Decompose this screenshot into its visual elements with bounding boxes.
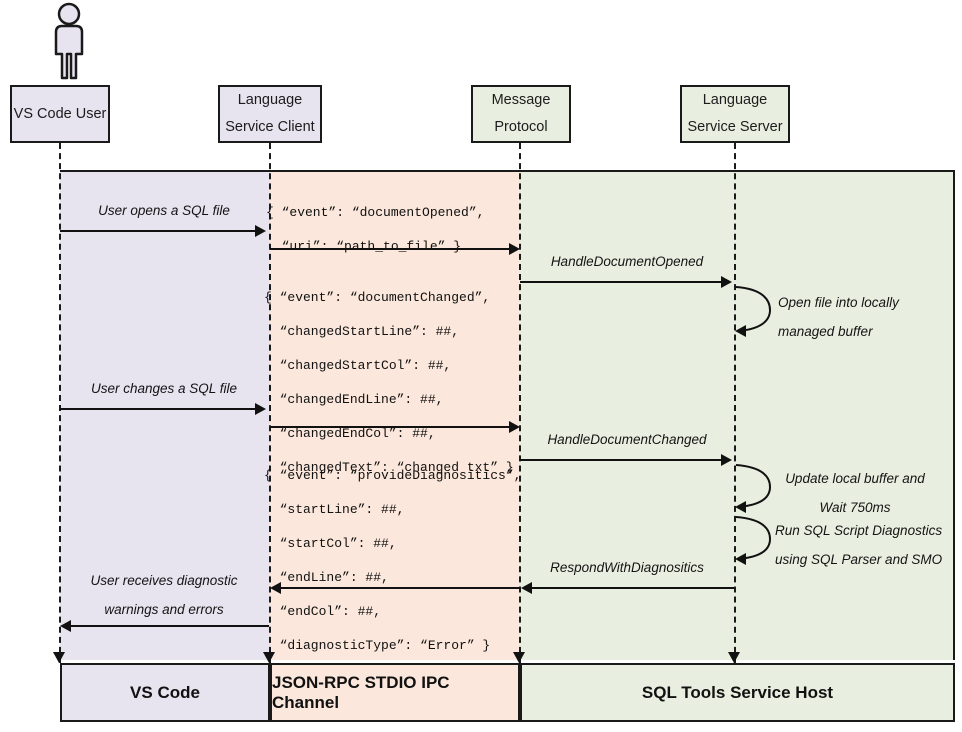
band-service-host xyxy=(520,170,955,660)
footer-label: SQL Tools Service Host xyxy=(641,682,834,702)
payload-line: “changedStartLine”: ##, xyxy=(264,324,460,339)
payload-line: “uri”: “path_to_file” } xyxy=(266,239,462,254)
message-arrow-handle-document-opened xyxy=(520,281,722,283)
payload-document-changed: { “event”: “documentChanged”, “changedSt… xyxy=(264,281,514,485)
self-note-line2: using SQL Parser and SMO xyxy=(775,552,943,568)
participant-label-line2: Protocol xyxy=(494,119,548,135)
self-note-open-file: Open file into locally managed buffer xyxy=(778,288,899,346)
self-loop-update-buffer-icon xyxy=(735,464,772,508)
message-label-line2: warnings and errors xyxy=(104,602,224,618)
arrowhead-right-icon xyxy=(721,454,732,466)
message-arrow-handle-document-changed xyxy=(520,459,722,461)
payload-line: “startLine”: ##, xyxy=(264,502,405,517)
arrowhead-left-icon xyxy=(60,620,71,632)
self-note-line1: Update local buffer and xyxy=(785,471,925,486)
footer-label: VS Code xyxy=(130,682,200,702)
message-label-handle-document-changed: HandleDocumentChanged xyxy=(547,432,707,447)
self-loop-run-diagnostics-icon xyxy=(735,516,772,560)
self-note-update-buffer: Update local buffer and Wait 750ms xyxy=(775,464,935,522)
payload-line: “changedEndCol”: ##, xyxy=(264,426,436,441)
arrowhead-down-icon xyxy=(728,652,740,663)
self-note-line2: Wait 750ms xyxy=(819,500,891,516)
payload-line: “endCol”: ##, xyxy=(264,604,382,619)
participant-message-protocol[interactable]: Message Protocol xyxy=(471,85,571,143)
person-icon xyxy=(40,2,98,80)
band-vscode xyxy=(60,170,270,660)
self-note-line1: Run SQL Script Diagnostics xyxy=(775,523,943,538)
footer-vs-code[interactable]: VS Code xyxy=(60,663,270,722)
arrowhead-left-icon xyxy=(735,501,746,513)
arrowhead-right-icon xyxy=(255,403,266,415)
footer-service-host[interactable]: SQL Tools Service Host xyxy=(520,663,955,722)
payload-line: { “event”: “provideDiagnositics”, xyxy=(264,468,522,483)
payload-line: “diagnosticType”: “Error” } xyxy=(264,638,491,653)
payload-provide-diagnostics: { “event”: “provideDiagnositics”, “start… xyxy=(264,459,521,663)
arrowhead-left-icon xyxy=(735,553,746,565)
message-arrow-user-changes-file xyxy=(60,408,256,410)
payload-line: { “event”: “documentOpened”, xyxy=(266,205,485,220)
payload-line: { “event”: “documentChanged”, xyxy=(264,290,491,305)
arrowhead-left-icon xyxy=(521,582,532,594)
footer-label: JSON-RPC STDIO IPC Channel xyxy=(272,672,450,712)
self-note-line2: managed buffer xyxy=(778,324,873,340)
message-arrow-user-opens-file xyxy=(60,230,256,232)
participant-label-line1: VS Code User xyxy=(13,105,107,122)
lifeline-vs-code-user xyxy=(59,143,61,663)
arrowhead-down-icon xyxy=(53,652,65,663)
payload-line: “changedStartCol”: ##, xyxy=(264,358,452,373)
lifeline-language-service-server xyxy=(734,143,736,663)
message-label-user-opens-file: User opens a SQL file xyxy=(98,203,230,218)
self-loop-open-file-icon xyxy=(735,286,772,332)
participant-vs-code-user[interactable]: VS Code User xyxy=(10,85,110,143)
payload-line: “changedText”: “changed txt” } xyxy=(264,460,514,475)
payload-line: “startCol”: ##, xyxy=(264,536,397,551)
arrowhead-right-icon xyxy=(509,243,520,255)
message-label-line1: User receives diagnostic xyxy=(90,573,238,588)
message-arrow-user-receives-diagnostics xyxy=(71,625,269,627)
message-arrow-client-to-protocol-opened xyxy=(270,248,510,250)
participant-language-service-server[interactable]: Language Service Server xyxy=(680,85,790,143)
participant-label-line1: Language xyxy=(237,92,303,109)
participant-label-line1: Language xyxy=(702,92,768,109)
message-label-user-receives-diagnostics: User receives diagnostic warnings and er… xyxy=(60,566,268,624)
message-arrow-protocol-to-client-diagnostics xyxy=(281,587,520,589)
participant-label-line1: Message xyxy=(491,92,551,109)
message-arrow-client-to-protocol-changed xyxy=(270,426,510,428)
payload-document-opened: { “event”: “documentOpened”, “uri”: “pat… xyxy=(266,196,484,264)
arrowhead-down-icon xyxy=(513,652,525,663)
self-note-run-diagnostics: Run SQL Script Diagnostics using SQL Par… xyxy=(775,516,942,574)
self-note-line1: Open file into locally xyxy=(778,295,899,310)
message-label-user-changes-file: User changes a SQL file xyxy=(90,381,238,396)
lifeline-message-protocol xyxy=(519,143,521,663)
footer-ipc-channel[interactable]: JSON-RPC STDIO IPC Channel xyxy=(270,663,520,722)
message-label-respond-with-diagnostics: RespondWithDiagnositics xyxy=(550,560,704,575)
participant-label-line2: Service Client xyxy=(225,119,315,135)
band-ipc-channel xyxy=(270,170,520,660)
arrowhead-right-icon xyxy=(255,225,266,237)
payload-line: “changedEndLine”: ##, xyxy=(264,392,444,407)
arrowhead-left-icon xyxy=(270,582,281,594)
arrowhead-right-icon xyxy=(509,421,520,433)
participant-language-service-client[interactable]: Language Service Client xyxy=(218,85,322,143)
lifeline-language-service-client xyxy=(269,143,271,663)
participant-label-line2: Service Server xyxy=(687,119,783,135)
arrowhead-down-icon xyxy=(263,652,275,663)
arrowhead-left-icon xyxy=(735,325,746,337)
message-label-handle-document-opened: HandleDocumentOpened xyxy=(550,254,704,269)
payload-line: “endLine”: ##, xyxy=(264,570,389,585)
message-arrow-respond-with-diagnostics xyxy=(532,587,734,589)
arrowhead-right-icon xyxy=(721,276,732,288)
